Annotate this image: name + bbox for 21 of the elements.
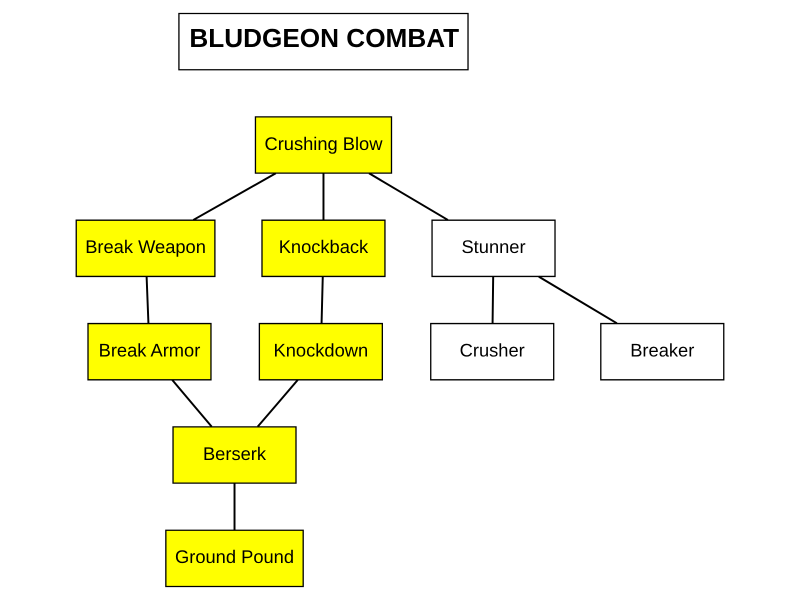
- connector: [192, 172, 276, 221]
- connector: [322, 173, 324, 220]
- node-box: Knockdown: [258, 322, 383, 380]
- node-box: Break Armor: [87, 322, 212, 380]
- connector: [234, 483, 236, 530]
- connector: [538, 276, 618, 324]
- node-box: Ground Pound: [165, 530, 304, 588]
- connector: [172, 379, 212, 428]
- node-box: Stunner: [431, 220, 556, 278]
- node-box: Knockback: [261, 220, 386, 278]
- connector: [368, 172, 448, 221]
- diagram-title: BLUDGEON COMBAT: [189, 22, 460, 53]
- node-box: Crusher: [430, 322, 554, 380]
- connector: [492, 276, 494, 324]
- node-box: Breaker: [600, 322, 724, 380]
- connector: [256, 379, 298, 428]
- connector: [320, 276, 324, 324]
- node-box: Berserk: [172, 426, 297, 484]
- node-box: Break Weapon: [76, 220, 216, 278]
- node-box: Crushing Blow: [254, 116, 392, 174]
- connector: [146, 276, 150, 324]
